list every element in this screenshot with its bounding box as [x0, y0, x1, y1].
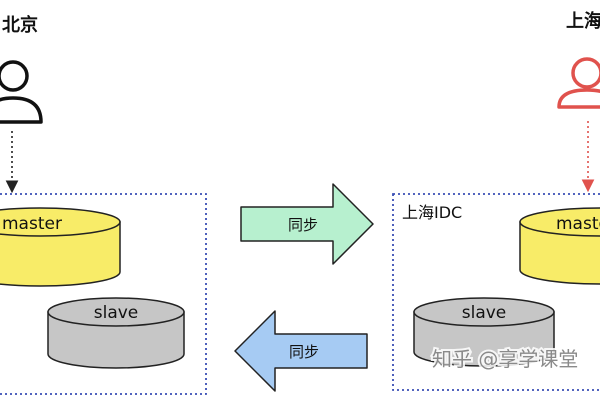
left-master-db	[0, 207, 121, 287]
right-user-label: 上海	[566, 10, 600, 32]
left-user-label: 北京	[2, 14, 38, 36]
right-idc-box	[392, 193, 600, 391]
right-slave-db	[413, 297, 555, 367]
left-slave-db	[47, 297, 185, 369]
left-slave-label: slave	[94, 303, 139, 323]
watermark-halo: 知乎 @享学课堂	[432, 347, 578, 371]
left-idc-box	[0, 193, 207, 395]
watermark: 知乎 @享学课堂	[432, 347, 578, 371]
right-user-icon	[557, 57, 600, 109]
sync-arrow-right	[240, 183, 374, 265]
right-master-label: master	[556, 214, 600, 234]
right-slave-label: slave	[462, 303, 507, 323]
sync-label-left: 同步	[289, 343, 319, 361]
sync-arrow-left	[234, 310, 368, 392]
left-user-icon	[0, 60, 43, 124]
left-master-label: master	[2, 214, 62, 234]
sync-label-right: 同步	[288, 216, 318, 234]
right-idc-label: 上海IDC	[402, 203, 462, 222]
right-master-db	[519, 207, 600, 285]
